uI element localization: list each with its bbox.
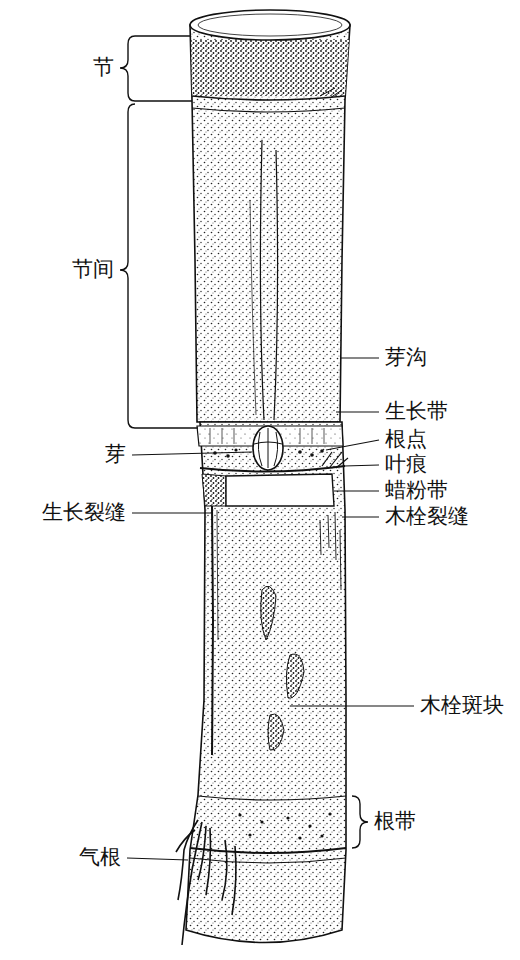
brackets xyxy=(120,36,368,848)
aerial-roots-part xyxy=(222,840,227,900)
cork-patches-part xyxy=(268,714,284,750)
leader-lines-part xyxy=(326,440,379,450)
part-label: 节 xyxy=(93,56,114,79)
leaf-scar-part xyxy=(200,466,345,472)
stem-body xyxy=(186,10,350,943)
root-band xyxy=(190,796,346,863)
root-band-part xyxy=(190,848,346,853)
part-label: 气根 xyxy=(79,846,121,869)
part-label: 生长裂缝 xyxy=(42,501,126,524)
aerial-roots-part xyxy=(232,846,236,915)
part-label: 根带 xyxy=(374,810,416,833)
root-band-part xyxy=(198,796,346,800)
growth-ring xyxy=(192,88,345,112)
wax-band-part xyxy=(202,474,226,506)
bud-groove-part xyxy=(274,150,278,420)
growth-ring-part xyxy=(320,88,342,98)
root-band-part xyxy=(190,858,346,863)
brackets-part xyxy=(120,36,135,101)
root-band-dots-part xyxy=(308,824,311,827)
growth-crack-part xyxy=(217,510,218,640)
bud-part xyxy=(254,428,282,468)
bud-groove-part xyxy=(260,140,264,420)
leader-lines-part xyxy=(340,357,379,358)
root-band-dots-part xyxy=(248,833,251,836)
bud-part xyxy=(253,426,283,470)
part-label: 节间 xyxy=(72,258,114,281)
root-band-dots-part xyxy=(320,834,323,837)
root-band-dots-part xyxy=(286,816,289,819)
brackets-part xyxy=(135,36,198,428)
aerial-roots-part xyxy=(206,828,211,895)
root-band-dots xyxy=(238,812,331,839)
leader-lines-part xyxy=(344,465,379,466)
stem-body-part xyxy=(186,422,346,943)
leader-lines-part xyxy=(342,516,379,517)
part-label: 木栓裂缝 xyxy=(385,505,469,528)
brackets-part xyxy=(120,104,135,428)
root-points-part xyxy=(226,454,230,458)
part-label: 蜡粉带 xyxy=(385,479,448,502)
root-points-part xyxy=(234,448,237,451)
growth-crack-part xyxy=(212,506,213,755)
leader-lines-part xyxy=(334,490,379,491)
cork-patches xyxy=(261,586,304,750)
part-label: 生长带 xyxy=(385,400,448,423)
wax-band-part xyxy=(226,474,334,506)
leader-lines-part xyxy=(290,705,414,706)
aerial-roots xyxy=(176,820,236,945)
part-label: 木栓斑块 xyxy=(420,694,504,717)
part-label: 芽沟 xyxy=(385,346,427,369)
root-points-part xyxy=(320,449,324,453)
bud-groove-part xyxy=(250,200,256,415)
leader-lines-part xyxy=(132,452,252,455)
part-label: 叶痕 xyxy=(385,453,427,476)
root-band-dots-part xyxy=(328,812,331,815)
stem-body-part xyxy=(190,10,350,40)
bud xyxy=(253,426,283,470)
aerial-roots-part xyxy=(182,822,202,945)
aerial-roots-part xyxy=(176,830,195,852)
root-points-part xyxy=(298,450,302,454)
root-band-dots-part xyxy=(238,813,241,816)
leader-lines xyxy=(127,358,414,860)
stem-body-part xyxy=(191,40,349,96)
cork-cracks-part xyxy=(320,512,341,590)
leaf-scar xyxy=(200,452,348,472)
cork-patches-part xyxy=(261,586,276,640)
growth-ring-part xyxy=(192,108,345,112)
root-band-dots-part xyxy=(260,820,263,823)
aerial-roots-part xyxy=(198,826,206,880)
cork-cracks xyxy=(320,512,341,590)
part-label: 芽 xyxy=(105,443,126,466)
leader-lines-part xyxy=(127,858,188,860)
growth-crack xyxy=(212,506,218,755)
brackets-part xyxy=(352,796,368,848)
leader-lines-part xyxy=(336,411,379,412)
bud-groove xyxy=(250,140,278,420)
stem-body-part xyxy=(190,25,350,422)
root-points-part xyxy=(310,453,314,457)
cork-patches-part xyxy=(286,654,304,698)
growth-ring-part xyxy=(192,96,345,100)
root-band-dots-part xyxy=(298,836,301,839)
part-label: 根点 xyxy=(385,428,427,451)
wax-band xyxy=(202,474,334,506)
leader-lines-part xyxy=(132,512,211,513)
stem-body-part xyxy=(198,14,342,36)
